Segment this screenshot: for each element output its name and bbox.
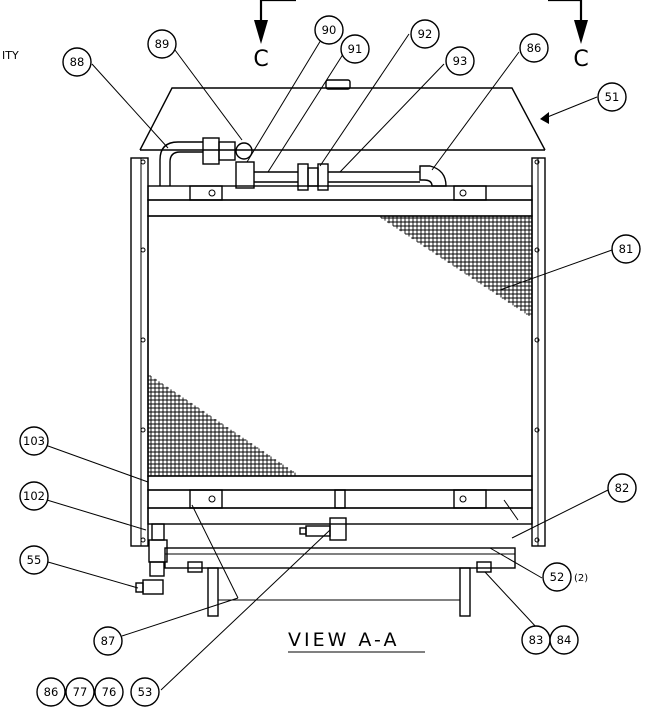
svg-text:91: 91 <box>348 42 363 56</box>
bottom-tank <box>147 475 533 525</box>
callout-52-qty: (2) <box>574 573 588 584</box>
callout-53: 53 <box>130 677 160 707</box>
section-marker-right: C <box>548 0 589 72</box>
upper-piping <box>159 137 447 191</box>
callout-93: 93 <box>445 46 475 76</box>
base-skid <box>164 547 516 617</box>
callout-90: 90 <box>314 15 344 45</box>
callout-87: 87 <box>93 626 123 656</box>
callout-77: 77 <box>65 677 95 707</box>
svg-text:92: 92 <box>418 27 433 41</box>
svg-text:77: 77 <box>73 685 88 699</box>
svg-text:83: 83 <box>529 633 544 647</box>
svg-text:103: 103 <box>23 434 45 448</box>
section-marker-left: C <box>253 0 296 72</box>
svg-text:81: 81 <box>619 242 634 256</box>
svg-text:52: 52 <box>550 570 565 584</box>
section-label-left: C <box>253 47 268 72</box>
top-shroud <box>139 79 546 151</box>
section-label-right: C <box>573 47 588 72</box>
svg-text:93: 93 <box>453 54 468 68</box>
svg-text:76: 76 <box>102 685 117 699</box>
svg-text:84: 84 <box>557 633 572 647</box>
callout-103: 103 <box>19 426 49 456</box>
radiator-core <box>147 215 533 477</box>
frame-rails <box>130 157 546 547</box>
view-title: VIEW A-A <box>288 629 399 651</box>
svg-text:90: 90 <box>322 23 337 37</box>
callout-91: 91 <box>340 34 370 64</box>
callout-84: 84 <box>549 625 579 655</box>
callout-82: 82 <box>607 473 637 503</box>
core-fin-hatch-top <box>380 216 532 317</box>
callout-51: 51 <box>597 82 627 112</box>
callout-52: 52 (2) <box>542 562 588 592</box>
svg-text:88: 88 <box>70 55 85 69</box>
svg-text:87: 87 <box>101 634 116 648</box>
callout-86-top: 86 <box>519 33 549 63</box>
core-fin-hatch-bottom <box>148 375 300 477</box>
svg-text:86: 86 <box>44 685 59 699</box>
callout-83: 83 <box>521 625 551 655</box>
corner-text: ITY <box>2 49 19 62</box>
callout-86-bottom: 86 <box>36 677 66 707</box>
svg-text:86: 86 <box>527 41 542 55</box>
callout-88: 88 <box>62 47 92 77</box>
callout-89: 89 <box>147 29 177 59</box>
leader-lines <box>36 29 613 691</box>
lower-fittings <box>135 489 347 595</box>
callout-81: 81 <box>611 234 641 264</box>
top-tank <box>147 185 533 217</box>
svg-text:82: 82 <box>615 481 630 495</box>
svg-text:55: 55 <box>27 553 42 567</box>
callout-92: 92 <box>410 19 440 49</box>
svg-text:53: 53 <box>138 685 153 699</box>
callout-102: 102 <box>19 481 49 511</box>
callout-76: 76 <box>94 677 124 707</box>
svg-text:89: 89 <box>155 37 170 51</box>
callout-55: 55 <box>19 545 49 575</box>
svg-text:102: 102 <box>23 489 45 503</box>
svg-text:51: 51 <box>605 90 620 104</box>
